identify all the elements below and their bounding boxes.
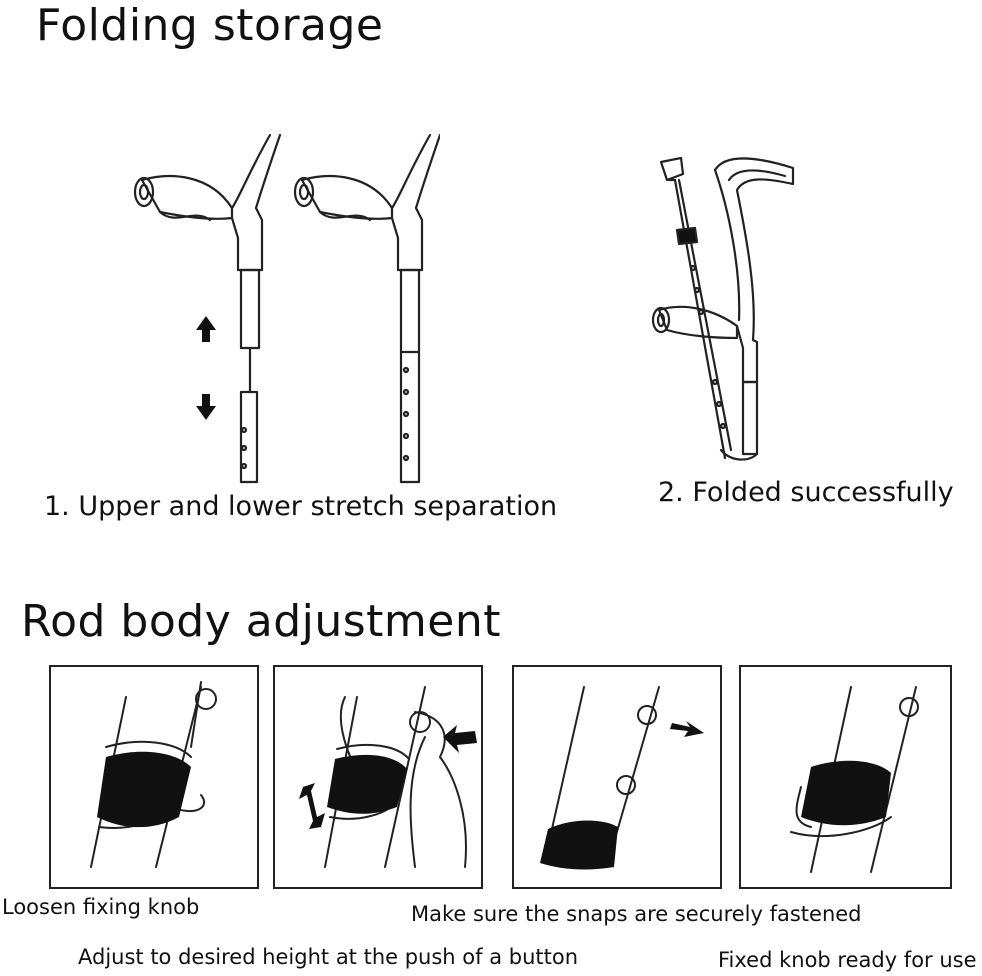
panel-snaps-fastened — [512, 665, 722, 889]
knob-loosen-illustration — [90, 681, 217, 868]
caption-loosen-knob: Loosen fixing knob — [2, 895, 200, 919]
crutch-separated — [133, 133, 282, 484]
adjust-height-illustration — [299, 686, 477, 868]
caption-snaps-fastened: Make sure the snaps are securely fastene… — [411, 902, 862, 926]
crutch-folded-illustration — [651, 156, 795, 461]
arrow-right-icon — [670, 721, 704, 737]
crutch-separation-illustration — [133, 133, 440, 484]
folding-storage-title: Folding storage — [36, 0, 384, 51]
folding-step-2-caption: 2. Folded successfully — [658, 477, 954, 508]
rod-adjustment-title: Rod body adjustment — [21, 596, 501, 647]
arrow-updown-icon — [299, 783, 325, 829]
snaps-illustration — [540, 686, 704, 870]
arrow-down-icon — [196, 394, 216, 420]
panel-adjust-height — [273, 665, 483, 889]
caption-adjust-height: Adjust to desired height at the push of … — [78, 945, 579, 969]
folding-step-1-caption: 1. Upper and lower stretch separation — [44, 491, 558, 522]
caption-fixed-knob: Fixed knob ready for use — [718, 948, 977, 972]
panel-loosen-knob — [49, 665, 259, 889]
arrow-push-icon — [443, 725, 477, 753]
knob-fixed-illustration — [790, 686, 919, 873]
crutch-joined — [293, 133, 440, 484]
arrow-up-icon — [196, 316, 216, 342]
panel-fixed-knob — [739, 665, 952, 889]
